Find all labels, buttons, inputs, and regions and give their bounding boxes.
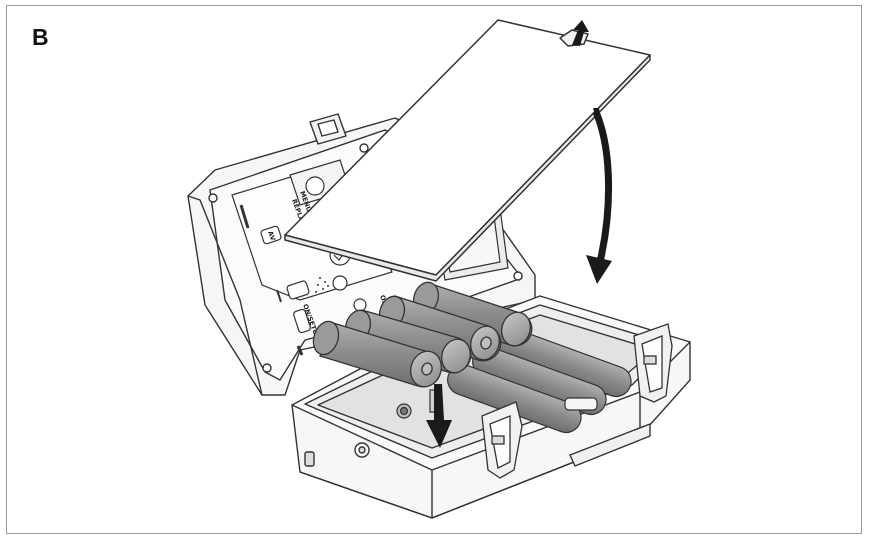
panel-label: B: [32, 24, 49, 50]
arrow-up-icon: [572, 20, 589, 46]
ok-label: OK: [378, 294, 389, 308]
curved-arrow-icon: [586, 108, 613, 284]
latch-right[interactable]: [633, 323, 673, 403]
arrow-down-icon: [426, 384, 452, 448]
av-label: AV: [266, 230, 277, 242]
batteries-being-inserted: [312, 281, 533, 388]
latch-left[interactable]: [481, 401, 523, 479]
